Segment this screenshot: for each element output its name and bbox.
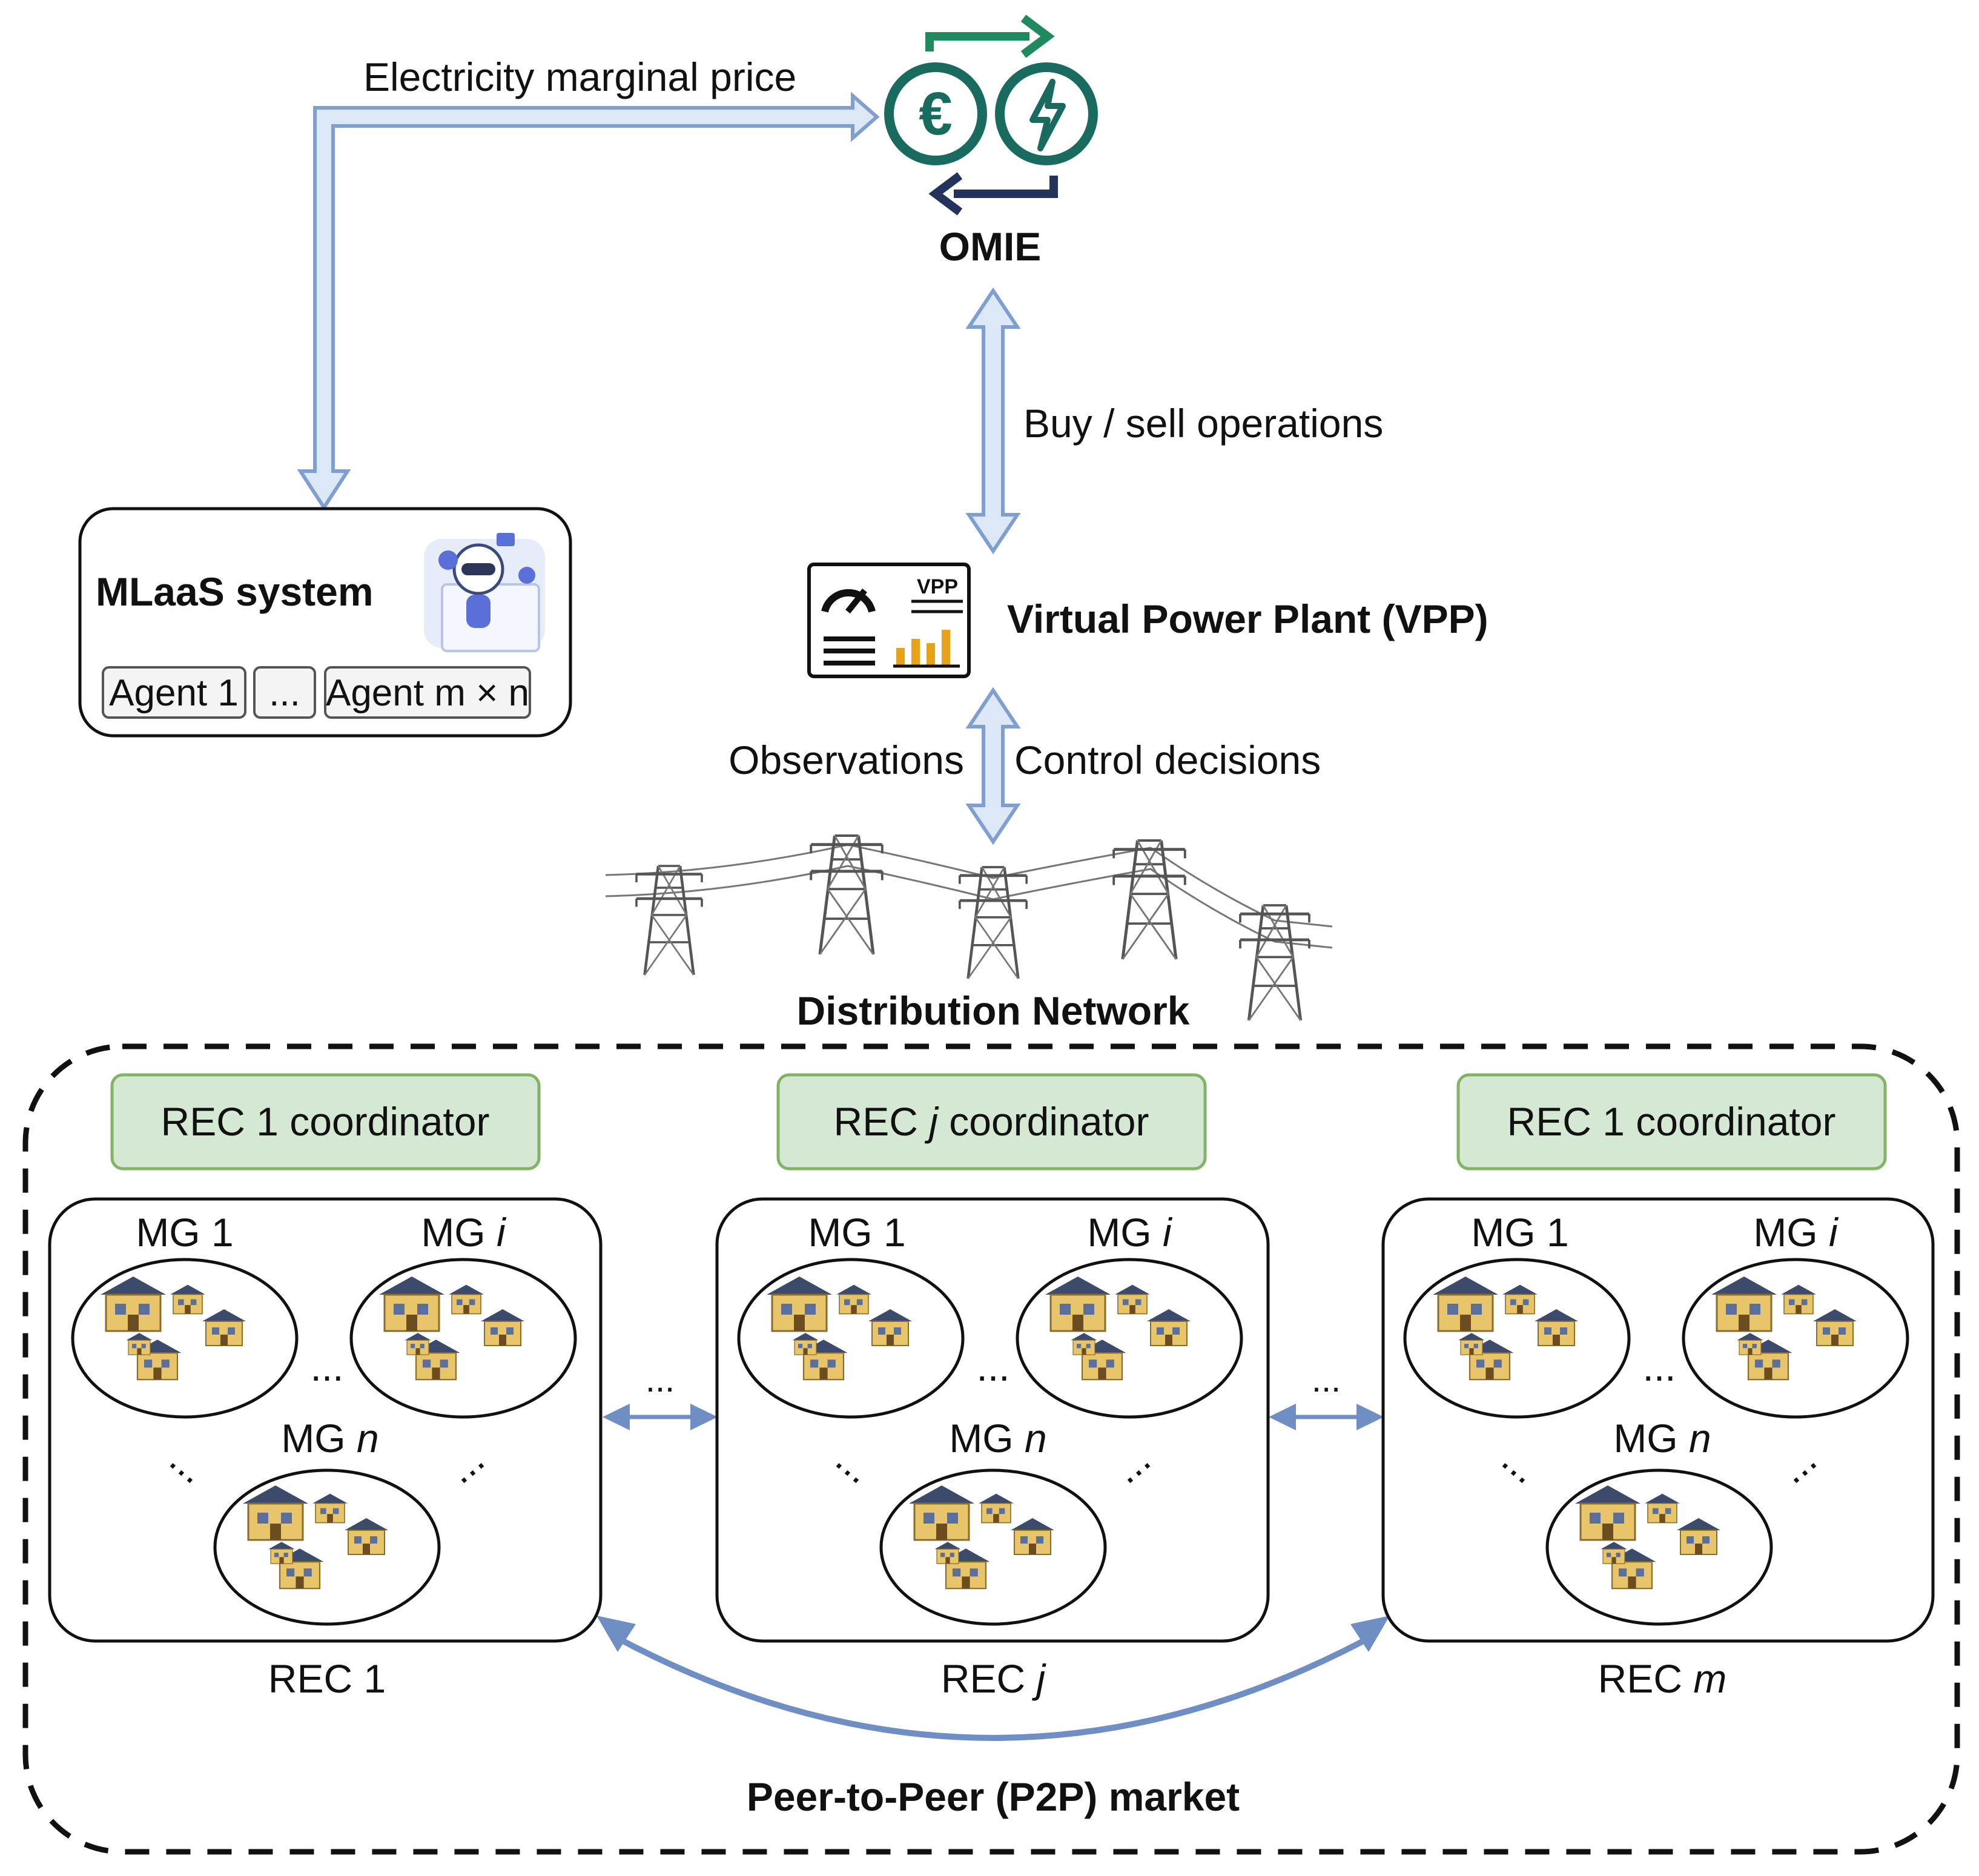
rec-coordinator-label: REC j coordinator xyxy=(834,1099,1149,1144)
microgrid[interactable] xyxy=(213,1468,441,1626)
microgrid[interactable] xyxy=(737,1258,965,1419)
control-label: Control decisions xyxy=(1014,738,1321,782)
lightning-icon xyxy=(995,62,1098,165)
agent-list: Agent 1 ... Agent m × n xyxy=(102,666,531,719)
microgrid[interactable] xyxy=(1016,1258,1243,1419)
price-label: Electricity marginal price xyxy=(363,54,796,99)
mg-label: MG n xyxy=(1613,1416,1711,1461)
rec-coordinator[interactable] xyxy=(1456,1073,1887,1171)
rec-label: REC m xyxy=(1598,1656,1727,1701)
svg-text:VPP: VPP xyxy=(917,575,958,598)
omie-logo: € xyxy=(884,15,1098,216)
distribution-network-label: Distribution Network xyxy=(796,988,1189,1033)
rec-coordinator-label: REC 1 coordinator xyxy=(161,1099,490,1144)
euro-icon xyxy=(884,62,987,165)
agent-chip-label: ... xyxy=(269,672,300,714)
svg-text:...: ... xyxy=(1312,1360,1341,1399)
svg-text:...: ... xyxy=(976,1344,1009,1389)
mg-label: MG i xyxy=(1087,1210,1173,1255)
microgrid[interactable] xyxy=(71,1258,299,1419)
rec-group: REC 1 coordinator MG 1 MG i ... MG n ...… xyxy=(48,1073,603,1701)
rec-group: REC 1 coordinator MG 1 MG i ... MG n ...… xyxy=(1381,1073,1935,1701)
microgrid[interactable] xyxy=(879,1468,1107,1626)
mg-label: MG i xyxy=(1753,1210,1839,1255)
rec-coordinator[interactable] xyxy=(110,1073,541,1171)
distribution-network-icon xyxy=(605,836,1333,1020)
mg-label: MG 1 xyxy=(136,1210,233,1255)
agent-chip-label: Agent m × n xyxy=(326,672,529,714)
agent-chip[interactable] xyxy=(102,666,246,719)
rec-coordinator-label: REC 1 coordinator xyxy=(1507,1099,1836,1144)
microgrid[interactable] xyxy=(1403,1258,1631,1419)
svg-text:...: ... xyxy=(1642,1344,1676,1389)
price-arrow xyxy=(297,91,880,511)
rec-group: REC j coordinator MG 1 MG i ... MG n ...… xyxy=(715,1073,1270,1701)
buy-sell-arrow xyxy=(965,287,1021,555)
buy-sell-label: Buy / sell operations xyxy=(1023,401,1383,446)
mlaas-title: MLaaS system xyxy=(96,569,374,614)
rec-label: REC 1 xyxy=(268,1656,386,1701)
robot-icon xyxy=(424,533,545,652)
mg-label: MG 1 xyxy=(808,1210,905,1255)
mg-label: MG n xyxy=(281,1416,378,1461)
mg-label: MG n xyxy=(949,1416,1046,1461)
inter-rec-links: ... ... xyxy=(596,1360,1390,1741)
agent-chip[interactable] xyxy=(324,666,531,719)
svg-text:€: € xyxy=(919,80,953,148)
exchange-arrow-bottom-icon xyxy=(954,176,1058,198)
mg-label: MG 1 xyxy=(1471,1210,1568,1255)
observation-control-arrow xyxy=(965,687,1021,845)
rec-label: REC j xyxy=(941,1656,1047,1701)
vpp-label: Virtual Power Plant (VPP) xyxy=(1007,596,1488,641)
p2p-market-region xyxy=(22,1043,1960,1855)
omie-label: OMIE xyxy=(939,224,1042,269)
svg-text:...: ... xyxy=(310,1344,343,1389)
microgrid[interactable] xyxy=(1682,1258,1909,1419)
agent-chip[interactable] xyxy=(253,666,316,719)
svg-text:...: ... xyxy=(646,1360,675,1399)
microgrid[interactable] xyxy=(1545,1468,1773,1626)
vpp-dashboard-icon: VPP xyxy=(807,563,971,678)
p2p-market-label: Peer-to-Peer (P2P) market xyxy=(747,1774,1240,1819)
mg-label: MG i xyxy=(421,1210,507,1255)
observations-label: Observations xyxy=(728,738,964,782)
microgrid[interactable] xyxy=(349,1258,577,1419)
agent-chip-label: Agent 1 xyxy=(109,672,239,714)
exchange-arrow-top-icon xyxy=(925,32,1029,51)
rec-coordinator[interactable] xyxy=(776,1073,1207,1171)
